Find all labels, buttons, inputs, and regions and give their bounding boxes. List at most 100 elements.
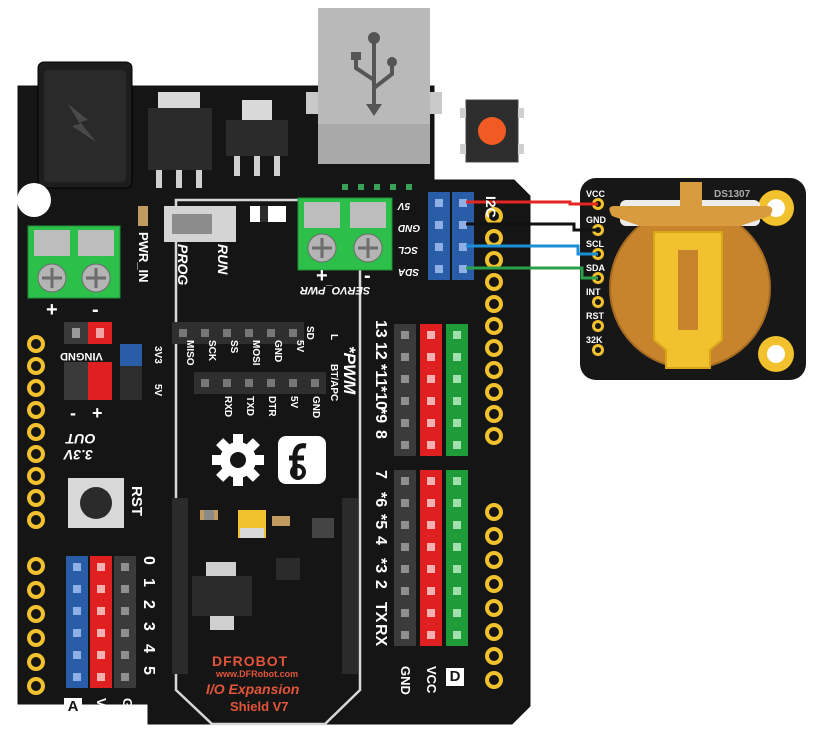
board-title: I/O Expansion [206, 681, 300, 697]
right-header [485, 207, 503, 689]
label-analog-gnd: GND [120, 698, 135, 727]
module-pin-label: VCC [586, 189, 606, 199]
label-pwr-minus: - [92, 299, 99, 321]
spi-header [172, 322, 304, 344]
i2c-pin-label: SDA [398, 266, 420, 277]
label-d: D [446, 668, 464, 686]
spi-label: MISO [184, 340, 195, 366]
analog-pin-label: 4 [140, 644, 157, 653]
brand-name: DFROBOT [212, 653, 289, 669]
regulator-1 [148, 92, 212, 188]
i2c-header [428, 192, 474, 280]
label-pwr-plus: + [46, 299, 58, 321]
uart-header [194, 372, 326, 394]
wires [466, 200, 598, 280]
3v3-5v-jumper [120, 344, 142, 400]
board-version: Shield V7 [230, 699, 289, 714]
spi-label: 5V [294, 340, 305, 353]
analog-pin-label: 5 [140, 666, 157, 675]
label-servo-pwr: SERVO_PWR [300, 284, 371, 296]
digital-header [394, 324, 468, 646]
mount-hole [17, 183, 51, 217]
i2c-pin-label: SCL [398, 244, 418, 255]
digital-pin-label: *10 [372, 386, 389, 411]
wire-gnd [466, 222, 598, 232]
digital-pin-label: 8 [372, 430, 389, 439]
brand-url: www.DFRobot.com [216, 669, 299, 679]
label-3v3: 3V3 [152, 346, 163, 364]
module-pin-label: 32K [586, 335, 603, 345]
uart-label: 5V [288, 396, 299, 409]
rst-button [68, 478, 124, 528]
label-run: RUN [215, 244, 231, 275]
wire-5v [466, 200, 598, 206]
label-bt-apc: BT/APC [328, 364, 339, 402]
analog-pin-label: 2 [140, 600, 157, 609]
label-servo-plus: + [316, 265, 328, 287]
uart-label: DTR [266, 396, 277, 417]
label-sd: SD [304, 326, 315, 340]
analog-header [66, 556, 136, 688]
digital-pin-label: *6 [372, 492, 389, 508]
module-pin-label: SDA [586, 263, 606, 273]
usb-connector [306, 8, 442, 164]
module-pin-label: RST [586, 311, 604, 321]
digital-pin-label: *9 [372, 408, 389, 424]
center-header-right [342, 498, 358, 674]
uart-label: RXD [222, 396, 233, 418]
wire-sda [466, 266, 598, 280]
rtc-module [580, 178, 806, 380]
power-terminal [27, 225, 121, 299]
analog-pin-label: 3 [140, 622, 157, 631]
servo-terminal [297, 197, 393, 271]
label-prog: PROG [175, 244, 191, 286]
prog-run-switch [164, 206, 236, 242]
spi-label: MOSI [250, 340, 261, 366]
label-plus: + [92, 403, 103, 423]
digital-pin-label: *11 [372, 364, 389, 388]
i2c-pin-label: GND [398, 222, 421, 233]
uart-label: TXD [244, 396, 255, 416]
label-analog-vcc: VCC [94, 698, 109, 726]
label-a: A [64, 698, 82, 716]
label-minus: - [70, 403, 76, 423]
label-pwm: *PWM [340, 346, 359, 395]
vin-jumper [64, 322, 112, 344]
voltage-jumper [64, 362, 112, 400]
label-digital-vcc: VCC [424, 666, 439, 694]
digital-pin-label: 7 [372, 470, 389, 479]
digital-pin-label: 4 [372, 536, 389, 545]
digital-pin-label: *3 [372, 558, 389, 574]
module-chip: DS1307 [714, 189, 751, 200]
spi-label: GND [272, 340, 283, 363]
digital-pin-label: TX [372, 602, 389, 623]
spi-label: SCK [206, 340, 217, 362]
label-out: OUT [66, 431, 96, 447]
label-digital-gnd: GND [398, 666, 413, 695]
label-5v: 5V [152, 384, 163, 397]
digital-pin-label: 12 [372, 342, 389, 360]
label-i2c: I2C [483, 196, 499, 218]
regulator-2 [226, 100, 288, 176]
digital-pin-label: 13 [372, 320, 389, 338]
digital-pin-label: 2 [372, 580, 389, 589]
label-rst: RST [128, 486, 145, 516]
analog-pin-label: 0 [140, 556, 157, 565]
module-pin-label: INT [586, 287, 601, 297]
label-servo-minus: - [364, 265, 371, 287]
df-logo-icon [278, 436, 326, 484]
resistor [138, 206, 148, 226]
label-3-3v: 3.3V [64, 447, 93, 463]
wire-scl [466, 244, 598, 256]
module-pin-label: GND [586, 215, 606, 225]
uart-label: GND [310, 396, 321, 419]
smd-leds [342, 184, 412, 190]
gear-icon [212, 434, 264, 486]
i2c-pin-label: 5V [398, 200, 411, 211]
label-led-l: L [328, 334, 339, 341]
center-header-left [172, 498, 188, 674]
module-pin-label: SCL [586, 239, 604, 249]
label-vingnd: VINGND [60, 350, 103, 362]
left-header [27, 335, 45, 695]
